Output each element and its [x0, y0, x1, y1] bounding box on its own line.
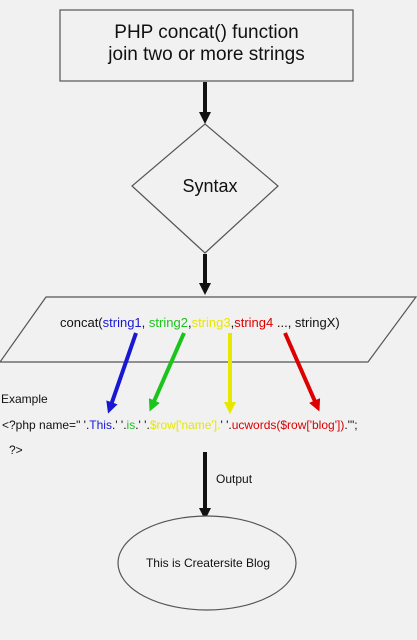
syntax-string2: string2 [148, 315, 188, 330]
syntax-string1: string1 [102, 315, 142, 330]
arrow-string1-mapping [106, 332, 138, 414]
syntax-string4: string4 [234, 315, 274, 330]
syntax-separator-2: , [187, 315, 192, 330]
code-part-ucwords: ucwords($row['blog']) [231, 418, 345, 432]
result-ellipse [117, 515, 297, 611]
example-code-line-1: <?php name=" '.This.' '.is.' '.$row['nam… [2, 418, 358, 432]
syntax-separator-3: , [230, 315, 235, 330]
title-box [59, 9, 354, 82]
title-line-2: join two or more strings [108, 44, 305, 65]
title-line-1: PHP concat() function [114, 22, 299, 43]
code-part-is: is [126, 418, 136, 432]
syntax-label: Syntax [182, 176, 238, 196]
result-text: This is Creatersite Blog [145, 556, 271, 570]
example-code-line-2: ?> [9, 443, 23, 457]
syntax-suffix: ..., stringX) [273, 315, 340, 330]
output-label: Output [216, 472, 253, 486]
code-part-concat-3: ' '. [220, 418, 232, 432]
syntax-separator-1: , [141, 315, 149, 330]
code-part-concat-2: .' '. [135, 418, 150, 432]
syntax-prefix: concat( [60, 315, 103, 330]
code-part-row-name: $row['name']. [149, 418, 221, 432]
code-part-open: <?php name=" '. [2, 418, 90, 432]
example-label: Example [1, 392, 48, 406]
syntax-string3: string3 [191, 315, 231, 330]
syntax-diamond [131, 123, 279, 254]
code-part-close: .'"; [344, 418, 358, 432]
code-part-this: This [89, 418, 112, 432]
arrow-string4-mapping [283, 332, 321, 412]
syntax-text: concat(string1, string2,string3,string4 … [60, 315, 340, 330]
arrow-string2-mapping [148, 332, 186, 412]
code-part-concat-1: .' '. [111, 418, 127, 432]
syntax-parallelogram [0, 296, 417, 363]
